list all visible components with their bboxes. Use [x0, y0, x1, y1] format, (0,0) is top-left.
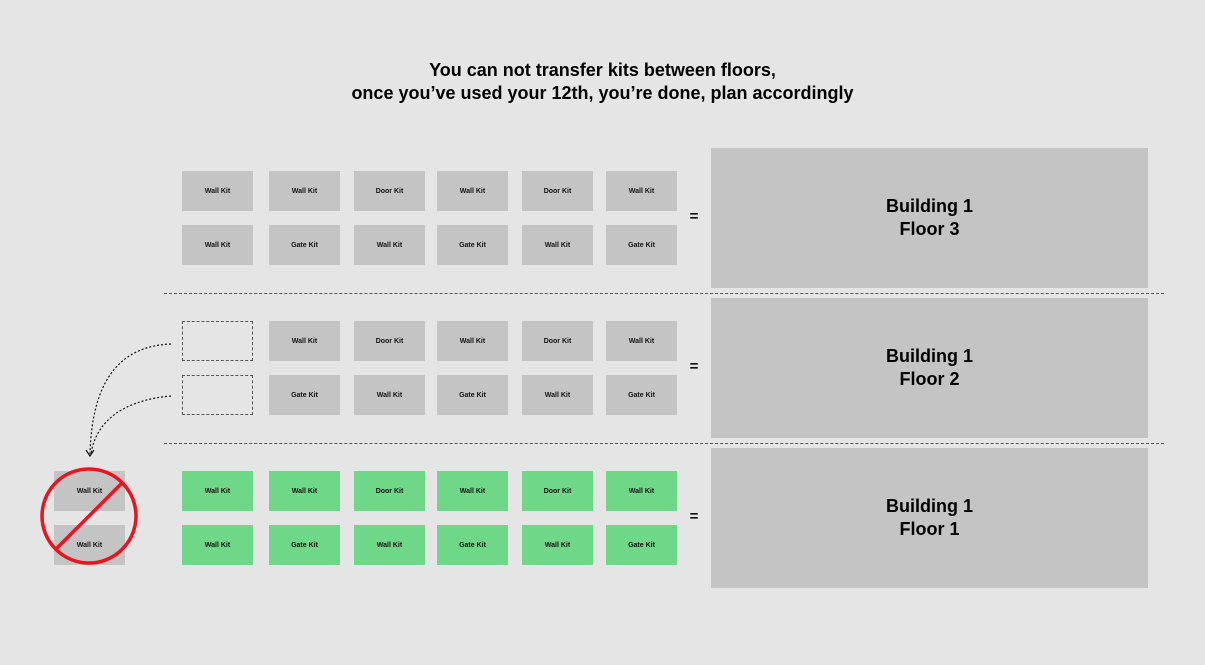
dotted-curved-arrow-icon [85, 343, 172, 458]
equals-sign: = [689, 208, 699, 225]
kit-tile: Door Kit [354, 171, 425, 211]
equals-sign: = [689, 358, 699, 375]
kit-tile: Gate Kit [269, 225, 340, 265]
kit-tile: Wall Kit [182, 225, 253, 265]
kit-tile: Wall Kit [354, 375, 425, 415]
empty-kit-slot [182, 375, 253, 415]
kit-tile: Wall Kit [522, 375, 593, 415]
used-kit-tile: Wall Kit [354, 525, 425, 565]
used-kit-tile: Wall Kit [182, 525, 253, 565]
used-kit-tile: Wall Kit [522, 525, 593, 565]
kit-tile: Wall Kit [354, 225, 425, 265]
used-kit-tile: Door Kit [354, 471, 425, 511]
kit-tile: Gate Kit [437, 375, 508, 415]
kit-tile: Wall Kit [606, 321, 677, 361]
kit-tile: Gate Kit [269, 375, 340, 415]
used-kit-tile: Wall Kit [606, 471, 677, 511]
kit-tile: Gate Kit [606, 375, 677, 415]
floor-label: Floor 3 [899, 219, 960, 239]
leftover-kit-tile: Wall Kit [54, 471, 125, 511]
kit-tile: Door Kit [522, 171, 593, 211]
building-floor-1: Building 1 Floor 1 [711, 448, 1148, 588]
title-line-2: once you’ve used your 12th, you’re done,… [351, 83, 854, 103]
diagram-title: You can not transfer kits between floors… [0, 59, 1205, 105]
building-label: Building 1 [886, 346, 973, 366]
kit-tile: Wall Kit [269, 171, 340, 211]
kit-tile: Wall Kit [437, 321, 508, 361]
floor-label: Floor 2 [899, 369, 960, 389]
used-kit-tile: Wall Kit [182, 471, 253, 511]
used-kit-tile: Gate Kit [437, 525, 508, 565]
kit-tile: Wall Kit [522, 225, 593, 265]
floor-divider [164, 293, 1164, 294]
leftover-kit-tile: Wall Kit [54, 525, 125, 565]
empty-kit-slot [182, 321, 253, 361]
used-kit-tile: Gate Kit [606, 525, 677, 565]
equals-sign: = [689, 508, 699, 525]
building-floor-3: Building 1 Floor 3 [711, 148, 1148, 288]
kit-tile: Wall Kit [182, 171, 253, 211]
title-line-1: You can not transfer kits between floors… [429, 60, 776, 80]
kit-tile: Door Kit [354, 321, 425, 361]
kit-tile: Gate Kit [606, 225, 677, 265]
used-kit-tile: Wall Kit [437, 471, 508, 511]
kit-tile: Gate Kit [437, 225, 508, 265]
used-kit-tile: Gate Kit [269, 525, 340, 565]
used-kit-tile: Door Kit [522, 471, 593, 511]
used-kit-tile: Wall Kit [269, 471, 340, 511]
building-label: Building 1 [886, 196, 973, 216]
kit-tile: Wall Kit [437, 171, 508, 211]
building-label: Building 1 [886, 496, 973, 516]
kit-tile: Wall Kit [269, 321, 340, 361]
kit-tile: Wall Kit [606, 171, 677, 211]
kit-tile: Door Kit [522, 321, 593, 361]
floor-label: Floor 1 [899, 519, 960, 539]
floor-divider [164, 443, 1164, 444]
building-floor-2: Building 1 Floor 2 [711, 298, 1148, 438]
